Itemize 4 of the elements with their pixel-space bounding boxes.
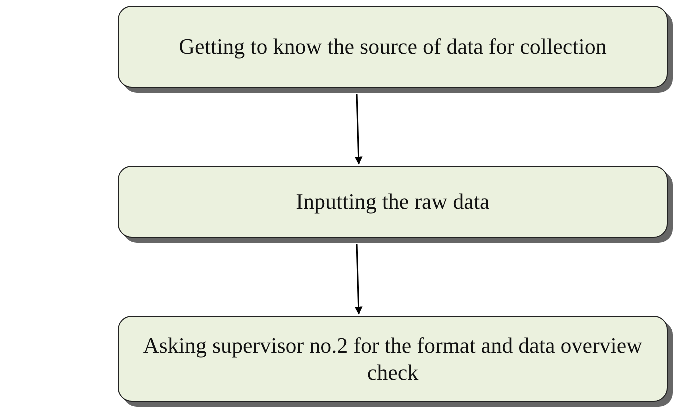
box-text: Inputting the raw data bbox=[296, 188, 490, 216]
box-text: Asking supervisor no.2 for the format and data overview check bbox=[142, 332, 644, 386]
box-text: Getting to know the source of data for collection bbox=[179, 33, 607, 61]
arrow bbox=[354, 244, 363, 315]
